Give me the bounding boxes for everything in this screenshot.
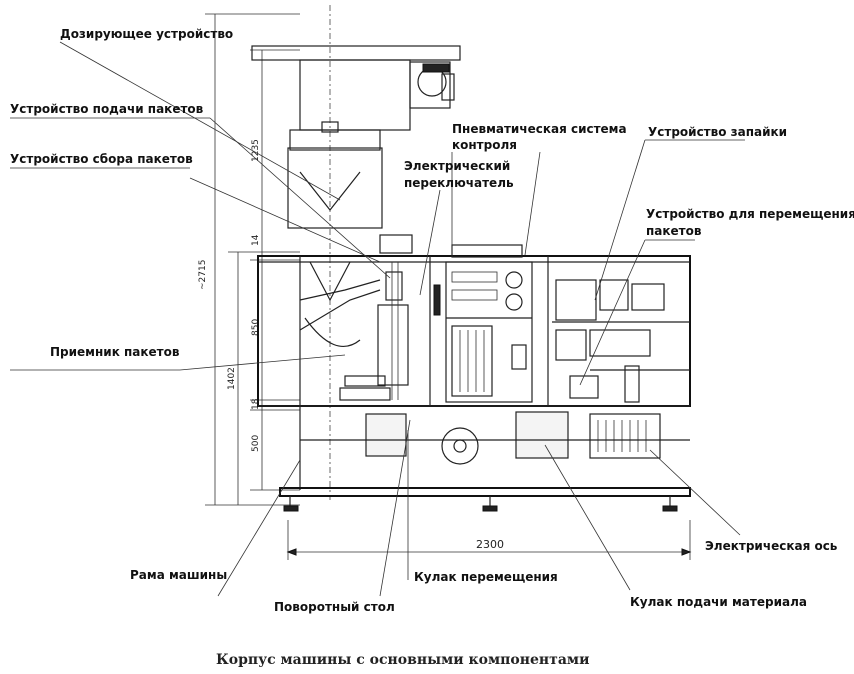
dim-middle-height: 850 (251, 319, 261, 336)
base-machinery (279, 411, 691, 512)
label-bag-transfer-line2: пакетов (646, 224, 702, 238)
label-transfer-cam: Кулак перемещения (414, 570, 558, 584)
label-electric-switch-line1: Электрический (404, 159, 510, 173)
label-pneumatic-control-line1: Пневматическая система (452, 122, 627, 136)
label-electric-switch-line2: переключатель (404, 176, 514, 190)
figure-caption: Корпус машины с основными компонентами (216, 652, 589, 668)
dimension-lines (205, 13, 300, 506)
label-sealing-device: Устройство запайки (648, 125, 787, 139)
label-machine-frame: Рама машины (130, 568, 227, 582)
label-electric-axis: Электрическая ось (705, 539, 838, 553)
dim-total-height: ~2715 (198, 260, 208, 290)
label-rotary-table: Поворотный стол (274, 600, 395, 614)
label-material-feed-cam: Кулак подачи материала (630, 595, 807, 609)
label-bag-receiver: Приемник пакетов (50, 345, 180, 359)
dim-total-width: 2300 (476, 538, 504, 551)
leader-lines (10, 41, 745, 597)
width-dimension (286, 520, 692, 560)
dim-lower-height: 1402 (227, 367, 237, 390)
control-panel (445, 244, 533, 403)
label-bag-feeding-device: Устройство подачи пакетов (10, 102, 204, 116)
label-dosing-device: Дозирующее устройство (60, 27, 233, 41)
dim-gap-top: 14 (251, 234, 261, 246)
dim-upper-height: 1235 (251, 139, 261, 162)
dim-base-height: 500 (251, 435, 261, 452)
label-bag-collecting-device: Устройство сбора пакетов (10, 152, 193, 166)
label-bag-transfer-line1: Устройство для перемещения (646, 207, 854, 221)
right-section (552, 279, 690, 403)
dosing-unit (251, 5, 461, 500)
label-pneumatic-control-line2: контроля (452, 138, 517, 152)
bag-handling-left (299, 234, 441, 401)
dim-gap-bottom: 18 (251, 398, 261, 410)
